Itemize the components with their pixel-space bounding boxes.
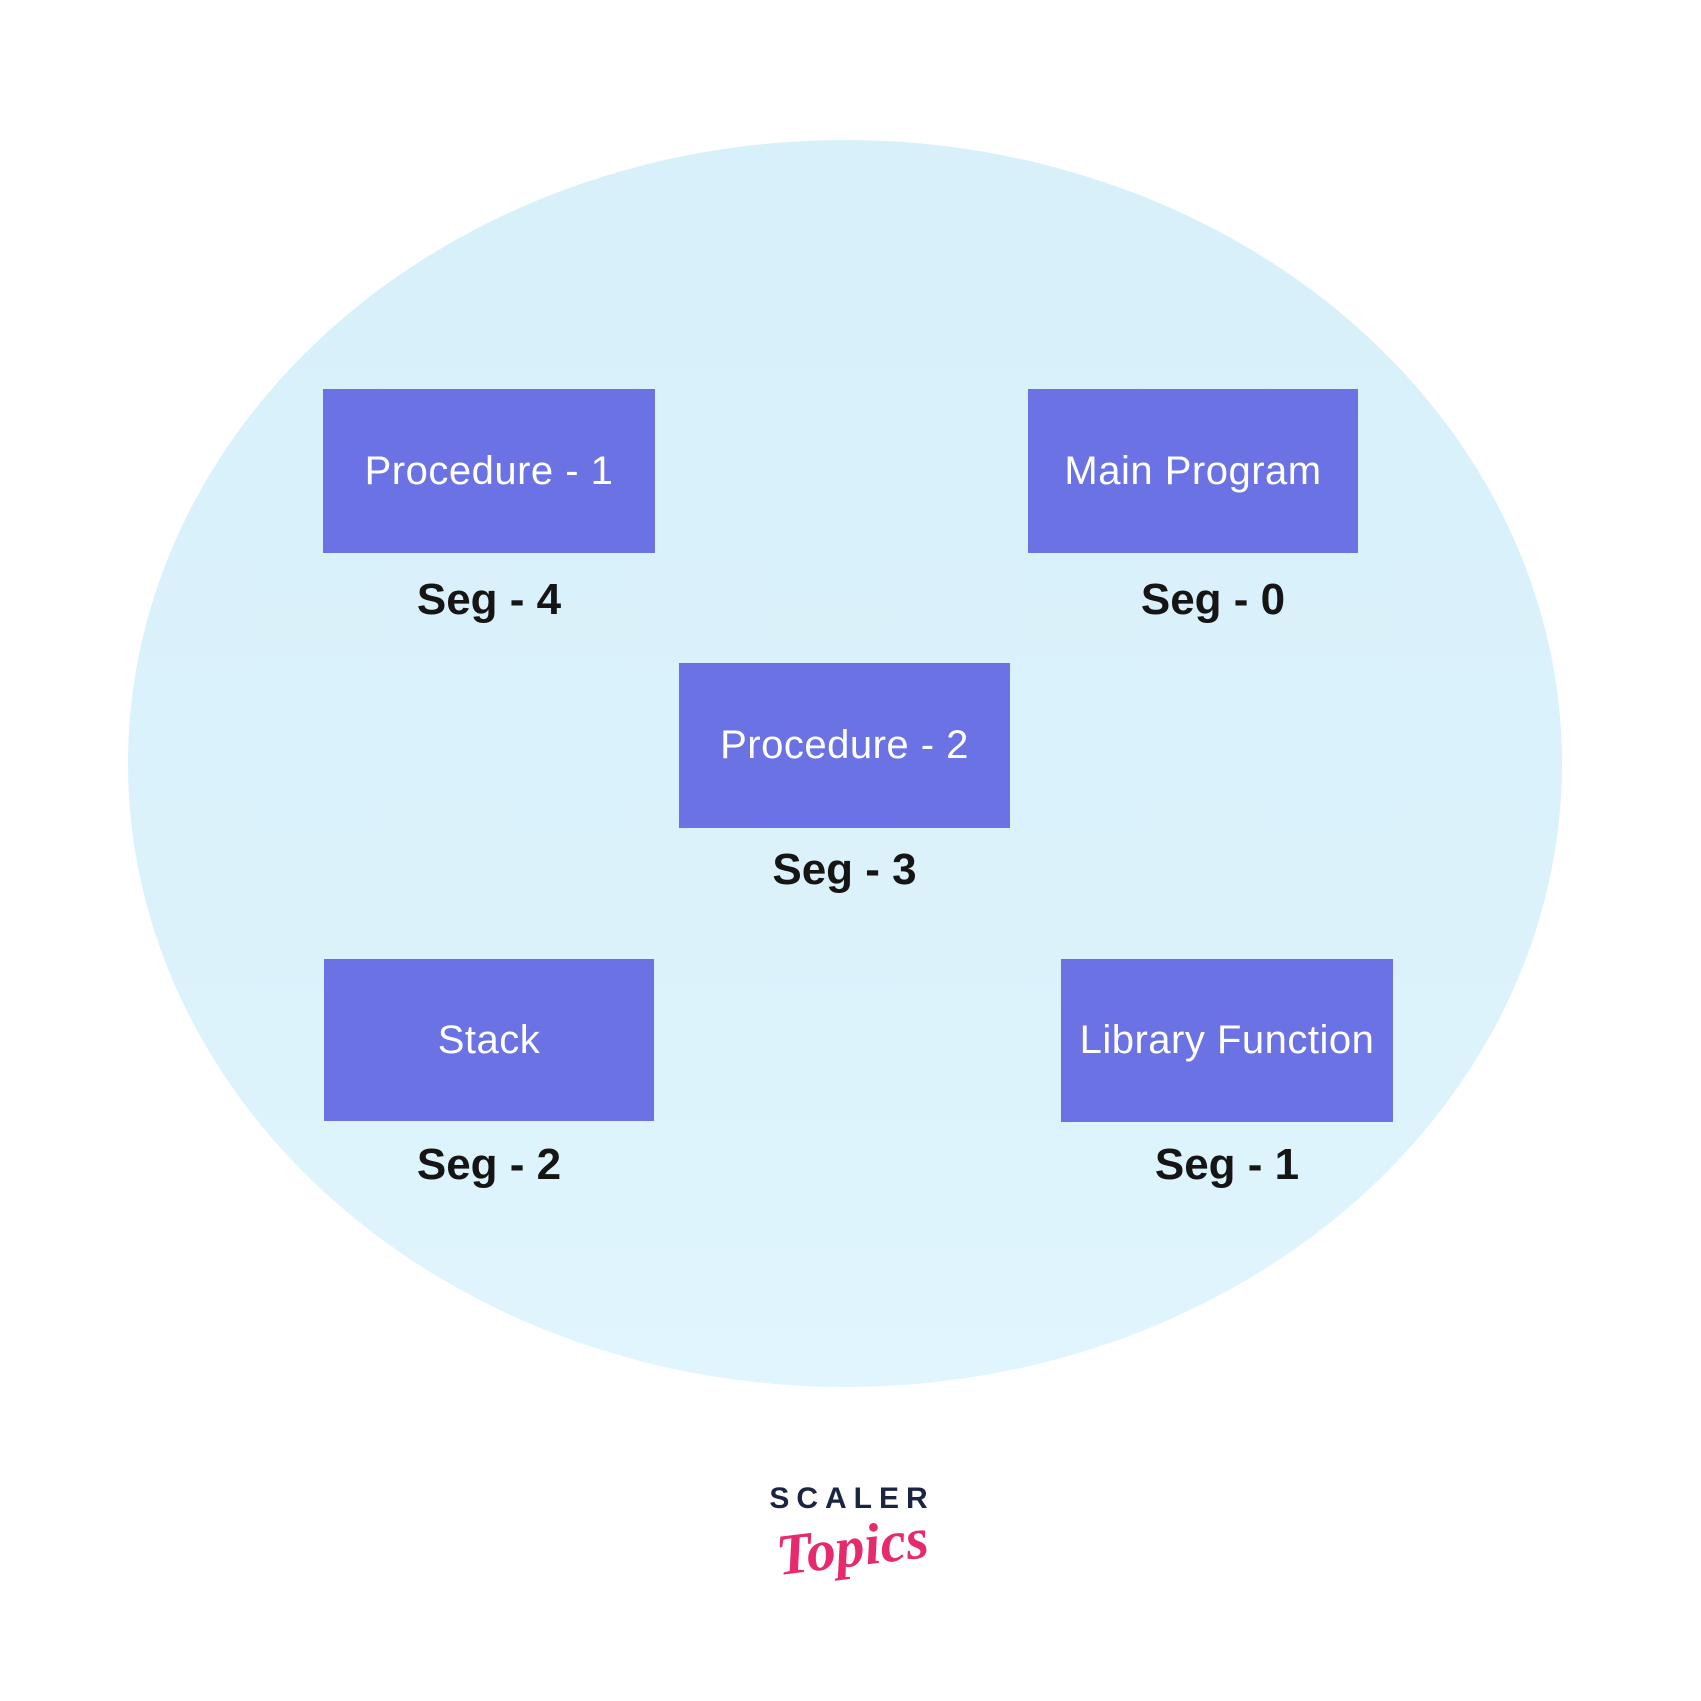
box-procedure-2-label: Procedure - 2 [720,723,969,767]
box-library-function-label: Library Function [1079,1018,1375,1062]
box-procedure-1-label: Procedure - 1 [364,448,614,493]
box-procedure-1: Procedure - 1 [323,389,655,553]
box-main-program: Main Program [1028,389,1358,553]
box-stack: Stack [324,959,654,1121]
seg-label-4: Seg - 4 [416,575,562,624]
box-procedure-2: Procedure - 2 [679,663,1010,828]
box-stack-label: Stack [437,1017,541,1062]
scaler-topics-logo: SCALER Topics [652,1482,1052,1588]
box-library-function: Library Function [1061,959,1393,1122]
seg-label-0: Seg - 0 [1140,575,1286,624]
box-main-program-label: Main Program [1064,448,1322,493]
seg-label-3: Seg - 3 [772,845,917,894]
logo-scaler-text: SCALER [769,1482,935,1515]
seg-label-2: Seg - 2 [416,1140,562,1189]
logo-topics-text: Topics [772,1504,932,1589]
seg-label-1: Seg - 1 [1154,1140,1300,1189]
